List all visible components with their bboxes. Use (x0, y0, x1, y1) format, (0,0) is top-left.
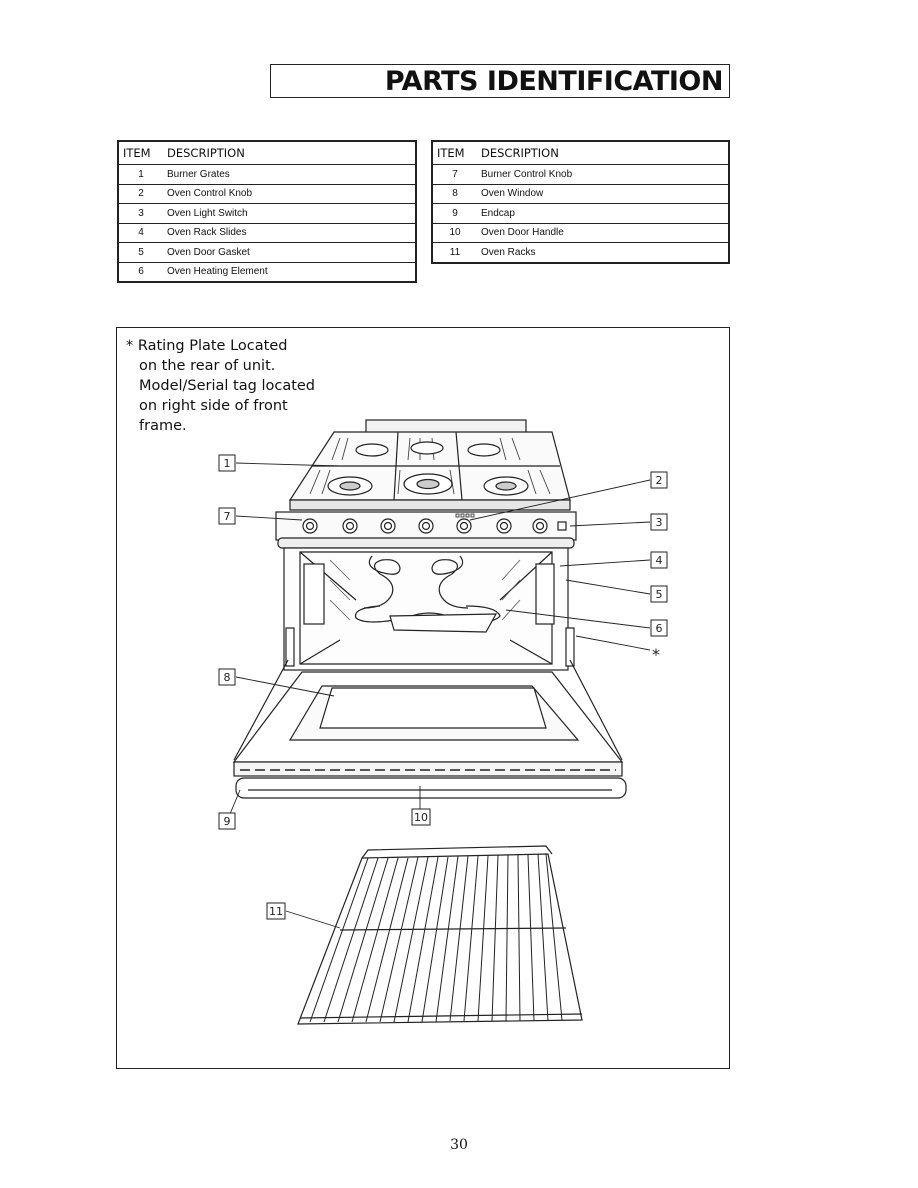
item-description: Endcap (477, 203, 729, 224)
svg-text:1: 1 (224, 457, 231, 470)
svg-text:9: 9 (224, 815, 231, 828)
note-line: Model/Serial tag located (139, 378, 316, 394)
oven-rack (297, 845, 583, 1025)
svg-text:10: 10 (414, 811, 428, 824)
rating-plate-note: * Rating Plate Located on the rear of un… (126, 336, 346, 436)
svg-text:11: 11 (269, 905, 283, 918)
oven-light-switch (557, 521, 567, 531)
page-number: 30 (450, 1137, 468, 1153)
header-item: ITEM (118, 141, 163, 165)
note-line: on the rear of unit. (139, 358, 276, 374)
header-item: ITEM (432, 141, 477, 165)
item-description: Oven Door Gasket (163, 242, 416, 263)
callout-2: 2 (650, 471, 668, 489)
table-header-row: ITEM DESCRIPTION (118, 141, 416, 165)
svg-text:7: 7 (224, 510, 231, 523)
page-title-box: PARTS IDENTIFICATION (270, 64, 730, 98)
note-line: * Rating Plate Located (126, 338, 288, 354)
item-number: 8 (432, 184, 477, 204)
control-knobs (302, 518, 548, 534)
item-description: Oven Heating Element (167, 266, 268, 278)
item-number: 4 (118, 223, 163, 243)
callout-1: 1 (218, 454, 236, 472)
item-number: 9 (432, 203, 477, 224)
callout-3: 3 (650, 513, 668, 531)
item-number: 5 (118, 242, 163, 263)
item-number: 2 (118, 184, 163, 204)
item-description: Oven Control Knob (163, 184, 416, 204)
callout-asterisk: * (652, 645, 660, 664)
cooktop-illustration (288, 419, 571, 511)
table-header-row: ITEM DESCRIPTION (432, 141, 729, 165)
parts-diagram-frame (116, 327, 730, 1069)
oven-window (319, 687, 547, 729)
item-number: 3 (118, 203, 163, 224)
callout-9: 9 (218, 812, 236, 830)
svg-text:6: 6 (656, 622, 663, 635)
table-row: 6 Oven Heating Element (118, 262, 416, 282)
item-description: Burner Grates (163, 164, 416, 185)
svg-text:4: 4 (656, 554, 663, 567)
header-description: DESCRIPTION (163, 141, 416, 165)
callout-4: 4 (650, 551, 668, 569)
item-number: 7 (432, 164, 477, 185)
callout-11: 11 (266, 902, 286, 920)
svg-text:*: * (652, 645, 660, 664)
callout-8: 8 (218, 668, 236, 686)
svg-text:3: 3 (656, 516, 663, 529)
item-description: Oven Door Handle (477, 223, 729, 243)
item-description: Oven Racks (481, 246, 536, 258)
heating-element (354, 605, 501, 623)
callout-7: 7 (218, 507, 236, 525)
oven-door (232, 659, 627, 799)
svg-text:8: 8 (224, 671, 231, 684)
item-description: Oven Window (477, 184, 729, 204)
svg-text:5: 5 (656, 588, 663, 601)
page-title: PARTS IDENTIFICATION (384, 66, 724, 97)
svg-text:2: 2 (656, 474, 663, 487)
item-description: Oven Light Switch (163, 203, 416, 224)
oven-door-handle (235, 777, 627, 799)
note-line: frame. (139, 418, 187, 434)
item-number: 10 (432, 223, 477, 243)
item-number: 1 (118, 164, 163, 185)
note-line: on right side of front (139, 398, 288, 414)
control-panel (275, 511, 577, 549)
item-description: Oven Rack Slides (163, 223, 416, 243)
callout-5: 5 (650, 585, 668, 603)
header-description: DESCRIPTION (477, 141, 729, 165)
table-row: 11 Oven Racks (432, 243, 729, 263)
callout-6: 6 (650, 619, 668, 637)
callout-labels: 1 2 3 4 5 6 7 8 9 10 11 * (218, 454, 668, 920)
item-number: 6 (138, 266, 144, 278)
oven-cavity (283, 547, 575, 671)
callout-10: 10 (411, 808, 431, 826)
item-description: Burner Control Knob (477, 164, 729, 185)
item-number: 11 (449, 246, 461, 258)
